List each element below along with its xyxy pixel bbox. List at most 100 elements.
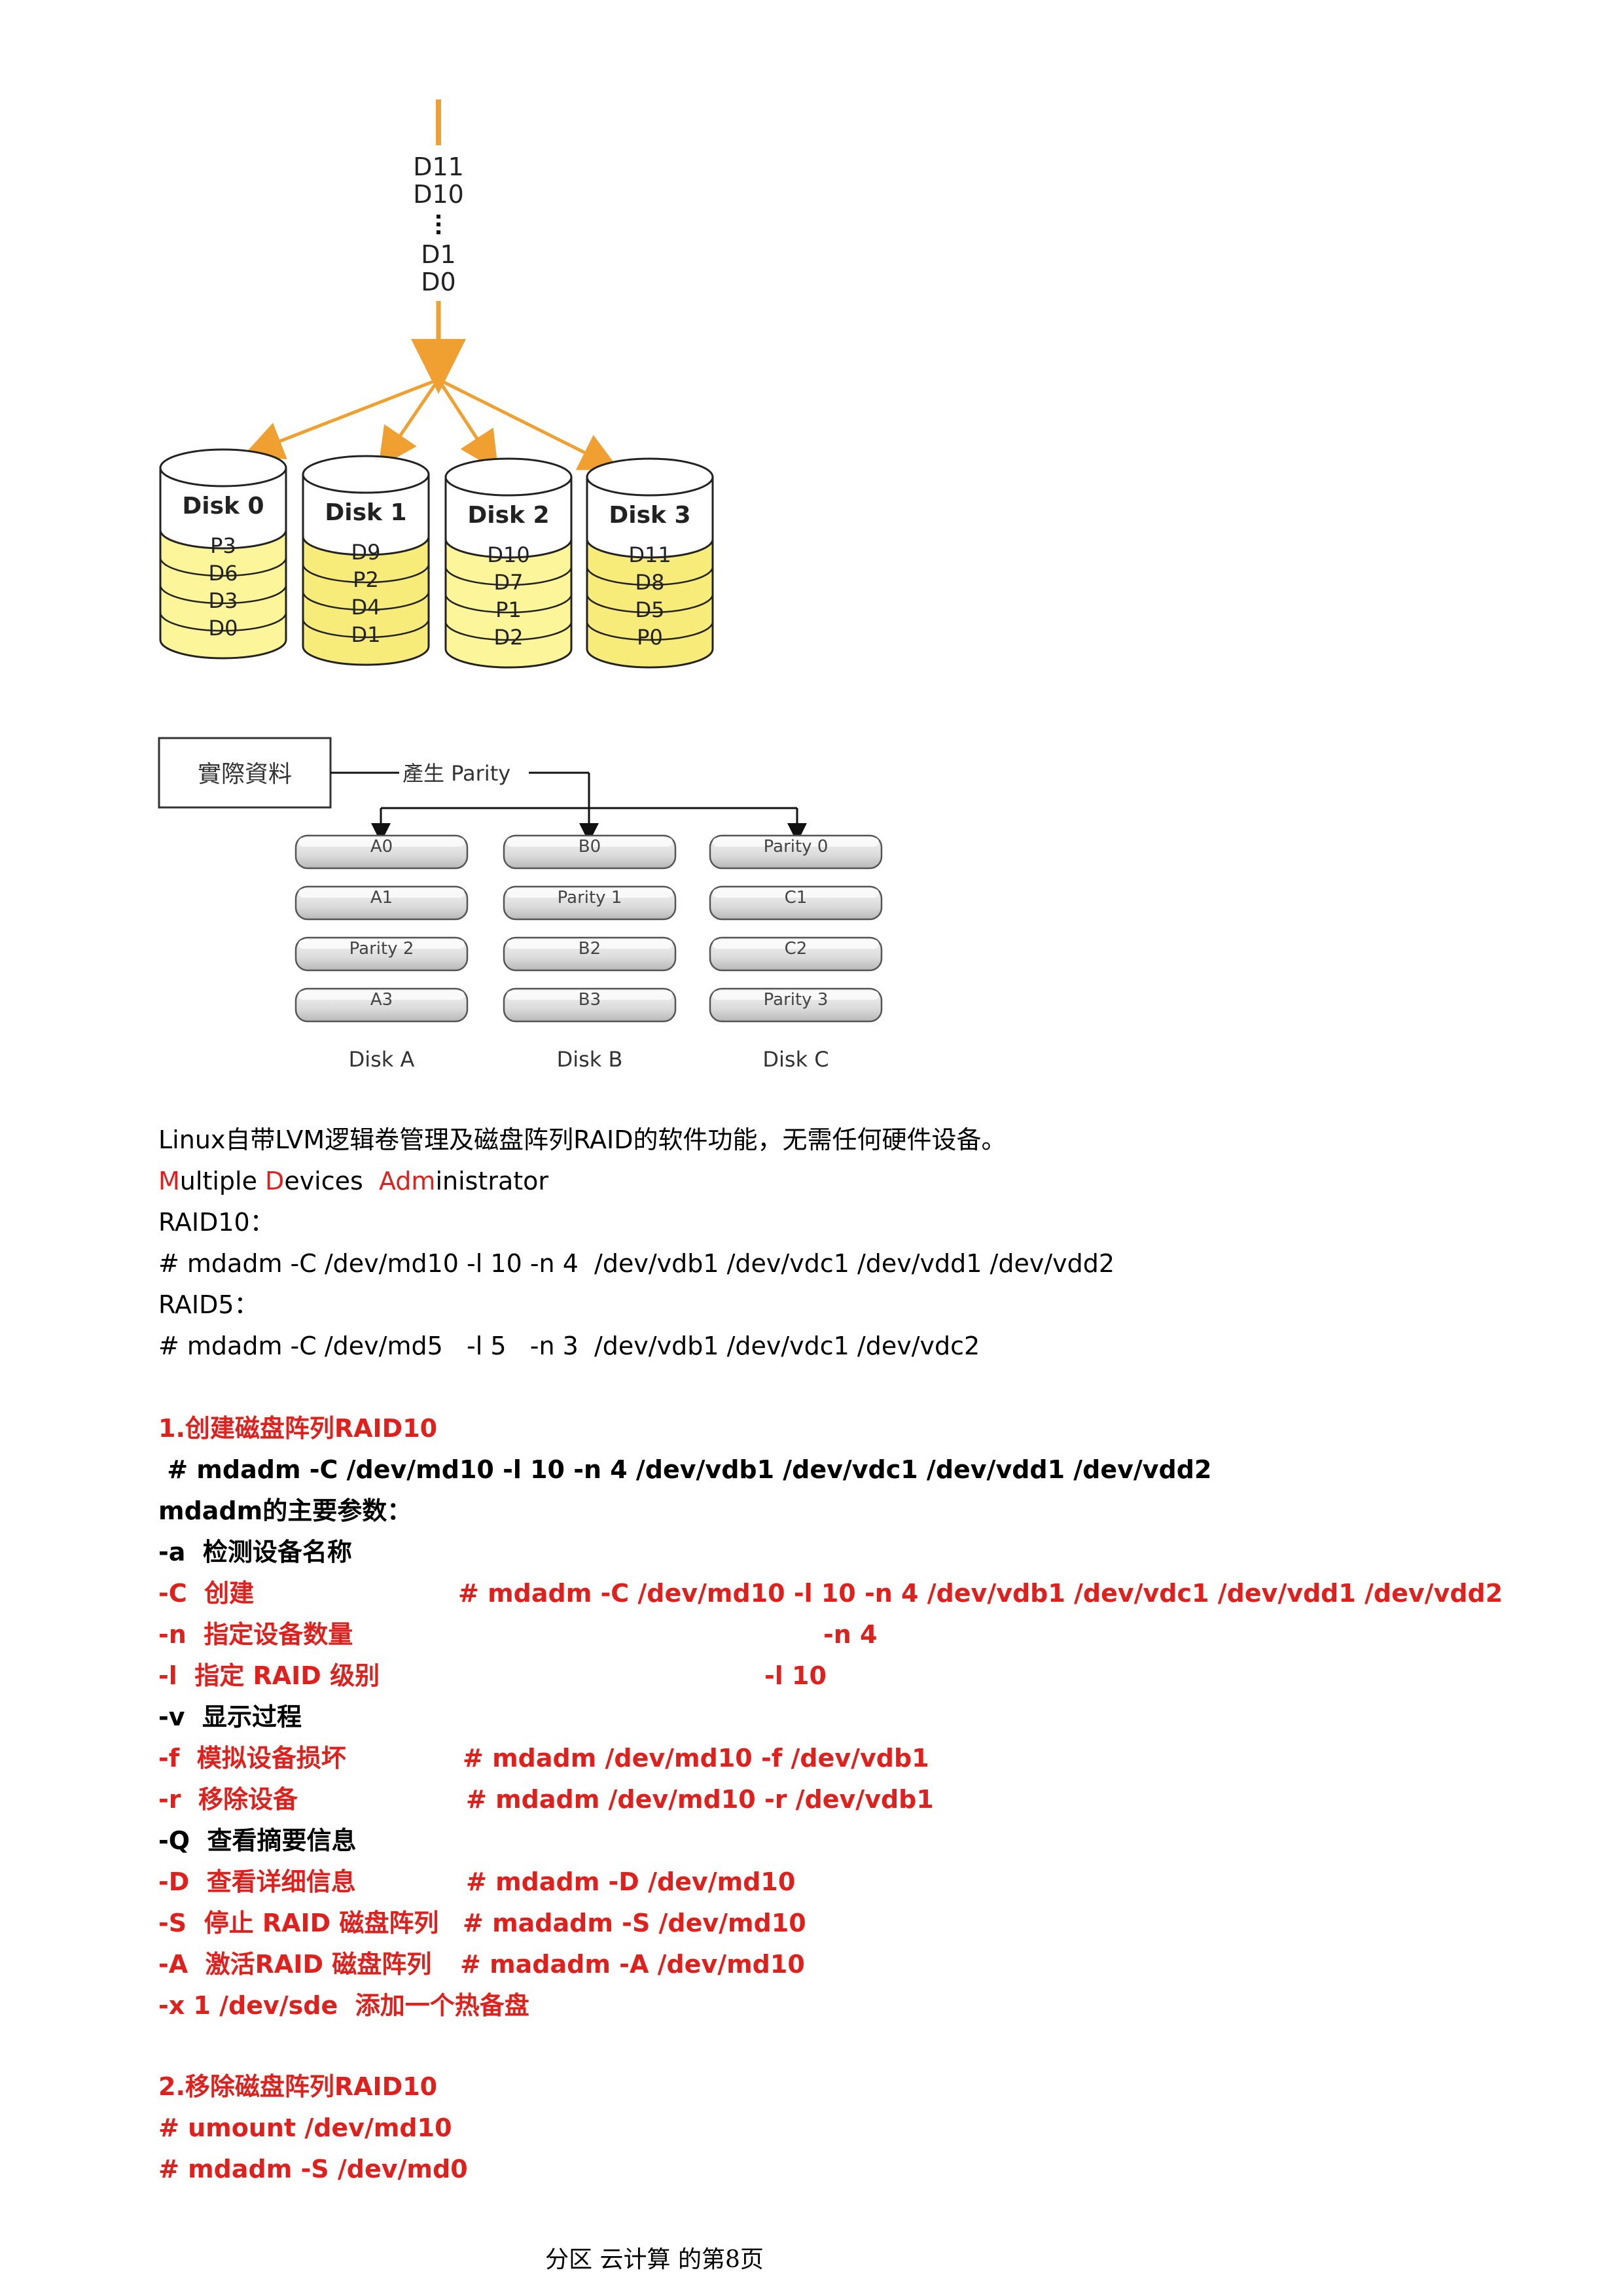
disk-block-label: D3: [209, 588, 238, 613]
parity-platter: A0: [294, 834, 469, 870]
param-row: -f 模拟设备损坏: [158, 1742, 346, 1774]
parity-platter: B0: [503, 834, 677, 870]
parity-platter: A3: [294, 987, 469, 1023]
platter-label: A3: [370, 990, 393, 1010]
acronym-segment: Adm: [378, 1167, 436, 1195]
platter-label: Parity 3: [764, 990, 829, 1010]
disk-block-label: D11: [628, 542, 671, 567]
parity-platter: Parity 2: [294, 936, 469, 972]
platter-label: C2: [785, 939, 808, 959]
param-example: -n 4: [823, 1620, 878, 1649]
platter-label: A1: [370, 888, 393, 908]
disk-block-label: D10: [487, 542, 529, 567]
disk-name: Disk 3: [609, 502, 690, 529]
section2-command: # mdadm -S /dev/md0: [158, 2155, 468, 2183]
footer-suffix: 页: [740, 2246, 764, 2273]
param-row: -C 创建: [158, 1578, 254, 1609]
parity-platter: C1: [709, 885, 883, 921]
param-example: -l 10: [764, 1661, 827, 1690]
param-option: -n 指定设备数量: [158, 1620, 353, 1649]
acronym-segment: M: [158, 1167, 180, 1195]
stream-label: D10: [413, 180, 464, 209]
disk-block-label: P3: [210, 533, 236, 558]
param-example: # mdadm -C /dev/md10 -l 10 -n 4 /dev/vdb…: [458, 1579, 1503, 1608]
param-row: -x 1 /dev/sde 添加一个热备盘: [158, 1990, 529, 2021]
parity-platter: C2: [709, 936, 883, 972]
param-option: -f 模拟设备损坏: [158, 1744, 346, 1773]
param-row: -l 指定 RAID 级别: [158, 1660, 380, 1691]
platter-label: B0: [579, 837, 601, 857]
param-row: -v 显示过程: [158, 1701, 302, 1733]
platter-label: B2: [579, 939, 601, 959]
param-row: -n 指定设备数量: [158, 1619, 353, 1650]
stream-label: D0: [421, 268, 455, 296]
section1-heading: 1.创建磁盘阵列RAID10: [158, 1414, 438, 1443]
platter-label: Parity 2: [349, 939, 414, 959]
param-row: -a 检测设备名称: [158, 1536, 352, 1568]
disk-name: Disk 2: [467, 502, 549, 529]
platter-label: C1: [785, 888, 808, 908]
disk-block-label: P0: [637, 625, 663, 650]
platter-label: Parity 1: [558, 888, 622, 908]
intro-line: Linux自带LVM逻辑卷管理及磁盘阵列RAID的软件功能，无需任何硬件设备。: [158, 1125, 1007, 1154]
param-option: -C 创建: [158, 1579, 255, 1608]
param-option: -Q 查看摘要信息: [158, 1826, 357, 1855]
stream-label: D1: [421, 240, 455, 269]
disk-block-label: P1: [495, 597, 522, 622]
param-option: -r 移除设备: [158, 1785, 298, 1814]
platter-label: B3: [579, 990, 601, 1010]
param-example: # mdadm /dev/md10 -r /dev/vdb1: [466, 1785, 934, 1814]
section2-heading: 2.移除磁盘阵列RAID10: [158, 2072, 438, 2101]
raid10-command: # mdadm -C /dev/md10 -l 10 -n 4 /dev/vdb…: [158, 1249, 1115, 1278]
param-row: -r 移除设备: [158, 1784, 298, 1815]
param-option: -D 查看详细信息: [158, 1867, 356, 1896]
stream-label: D11: [413, 152, 464, 181]
disk-block-label: P2: [353, 567, 379, 592]
raid5-command: # mdadm -C /dev/md5 -l 5 -n 3 /dev/vdb1 …: [158, 1332, 980, 1360]
disk-block-label: D9: [351, 540, 381, 565]
disk-block-label: D1: [351, 622, 381, 647]
acronym-segment: ultiple: [179, 1167, 266, 1195]
disk-name: Disk 0: [182, 493, 264, 520]
parity-platter: A1: [294, 885, 469, 921]
parity-platter: Parity 3: [709, 987, 883, 1023]
parity-platter: Parity 1: [503, 885, 677, 921]
disk-block-label: D7: [494, 570, 524, 595]
param-option: -S 停止 RAID 磁盘阵列: [158, 1909, 439, 1937]
page-footer: 分区 云计算 的第8页: [0, 2240, 1309, 2274]
param-row: -D 查看详细信息: [158, 1866, 356, 1898]
param-row: -A 激活RAID 磁盘阵列: [158, 1949, 431, 1980]
param-option: -l 指定 RAID 级别: [158, 1661, 380, 1690]
parity-disk-name: Disk A: [349, 1047, 415, 1072]
acronym-segment: evices: [284, 1167, 379, 1195]
disk-block-label: D0: [209, 616, 238, 641]
param-row: -S 停止 RAID 磁盘阵列: [158, 1907, 438, 1939]
disk-block-label: D6: [209, 561, 238, 586]
acronym-segment: D: [265, 1167, 285, 1195]
parity-platter: B3: [503, 987, 677, 1023]
raid5-label: RAID5：: [158, 1290, 259, 1319]
section1-command: # mdadm -C /dev/md10 -l 10 -n 4 /dev/vdb…: [158, 1455, 1212, 1484]
param-example: # mdadm -D /dev/md10: [466, 1867, 796, 1896]
source-data-box: [158, 737, 332, 809]
platter-label: A0: [370, 837, 393, 857]
param-option: -a 检测设备名称: [158, 1538, 352, 1566]
param-example: # madadm -A /dev/md10: [460, 1950, 805, 1979]
page-number: 8: [724, 2246, 740, 2273]
parity-platter: B2: [503, 936, 677, 972]
source-data-label: 實際資料: [198, 761, 292, 788]
acronym-segment: inistrator: [435, 1167, 549, 1195]
parity-disk-name: Disk C: [762, 1047, 829, 1072]
parity-disk-name: Disk B: [557, 1047, 623, 1072]
fan-out-arrows: [243, 378, 620, 472]
disk-block-label: D4: [351, 595, 381, 620]
disk-block-label: D8: [635, 570, 665, 595]
raid10-label: RAID10：: [158, 1208, 275, 1237]
